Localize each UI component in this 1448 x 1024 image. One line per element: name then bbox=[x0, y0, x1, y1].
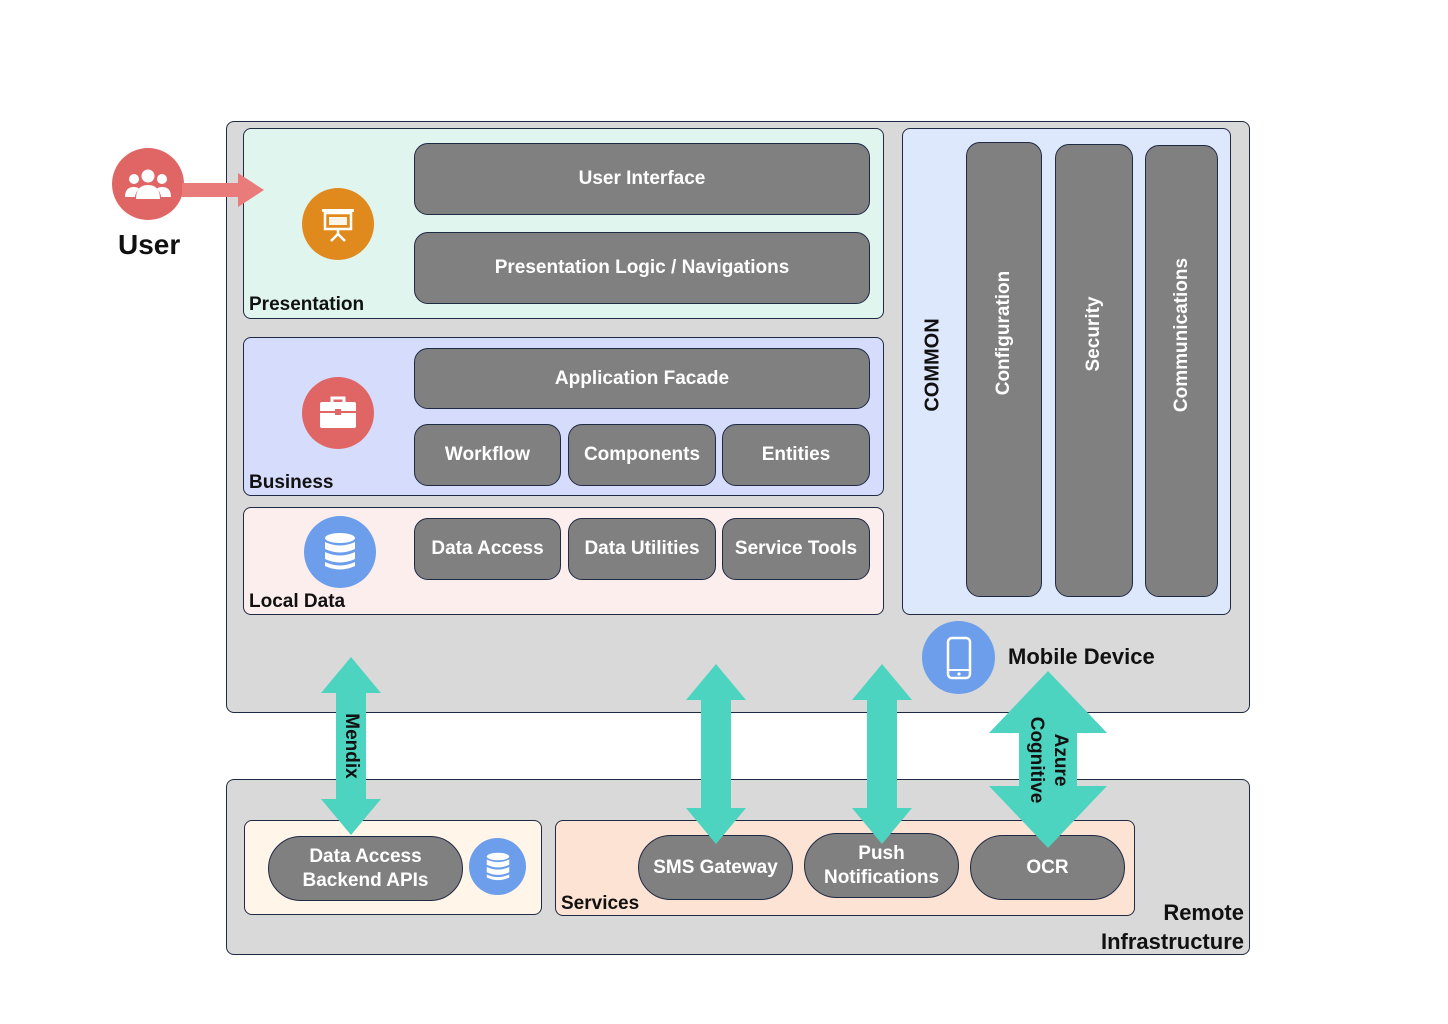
azure-arrow: Azure Cognitive bbox=[988, 671, 1108, 848]
smartphone-icon bbox=[922, 621, 995, 694]
common-label: COMMON bbox=[921, 318, 944, 412]
mendix-label: Mendix bbox=[341, 713, 362, 779]
user-interface-box: User Interface bbox=[414, 143, 870, 215]
presentation-board-icon bbox=[302, 188, 374, 260]
azure-cognitive-label: Azure Cognitive bbox=[1026, 716, 1071, 803]
presentation-label: Presentation bbox=[249, 294, 365, 315]
backend-database-icon bbox=[469, 838, 526, 895]
common-label-wrap: COMMON bbox=[917, 300, 949, 430]
configuration-column: Configuration bbox=[966, 142, 1042, 597]
components-box: Components bbox=[568, 424, 716, 486]
entities-box: Entities bbox=[722, 424, 870, 486]
users-icon bbox=[112, 148, 184, 220]
communications-label: Communications bbox=[1170, 257, 1192, 413]
user-arrow-icon bbox=[180, 170, 266, 210]
push-arrow bbox=[851, 664, 913, 844]
security-column: Security bbox=[1055, 144, 1133, 597]
push-notifications-box: Push Notifications bbox=[804, 833, 959, 898]
mendix-arrow: Mendix bbox=[320, 657, 382, 835]
workflow-box: Workflow bbox=[414, 424, 561, 486]
mobile-device-label: Mobile Device bbox=[1008, 644, 1155, 669]
services-label: Services bbox=[561, 893, 640, 914]
database-icon bbox=[304, 516, 376, 588]
local-data-label: Local Data bbox=[249, 591, 346, 612]
communications-column: Communications bbox=[1145, 145, 1218, 597]
application-facade-box: Application Facade bbox=[414, 348, 870, 409]
presentation-logic-box: Presentation Logic / Navigations bbox=[414, 232, 870, 304]
service-tools-box: Service Tools bbox=[722, 518, 870, 580]
sms-arrow bbox=[685, 664, 747, 844]
backend-apis-box: Data Access Backend APIs bbox=[268, 836, 463, 901]
data-access-box: Data Access bbox=[414, 518, 561, 580]
business-label: Business bbox=[249, 472, 334, 493]
sms-gateway-box: SMS Gateway bbox=[638, 835, 793, 900]
remote-infrastructure-label: Remote Infrastructure bbox=[1100, 900, 1244, 954]
user-label: User bbox=[118, 229, 181, 260]
security-label: Security bbox=[1083, 296, 1104, 372]
configuration-label: Configuration bbox=[993, 270, 1014, 396]
data-utilities-box: Data Utilities bbox=[568, 518, 716, 580]
briefcase-icon bbox=[302, 377, 374, 449]
